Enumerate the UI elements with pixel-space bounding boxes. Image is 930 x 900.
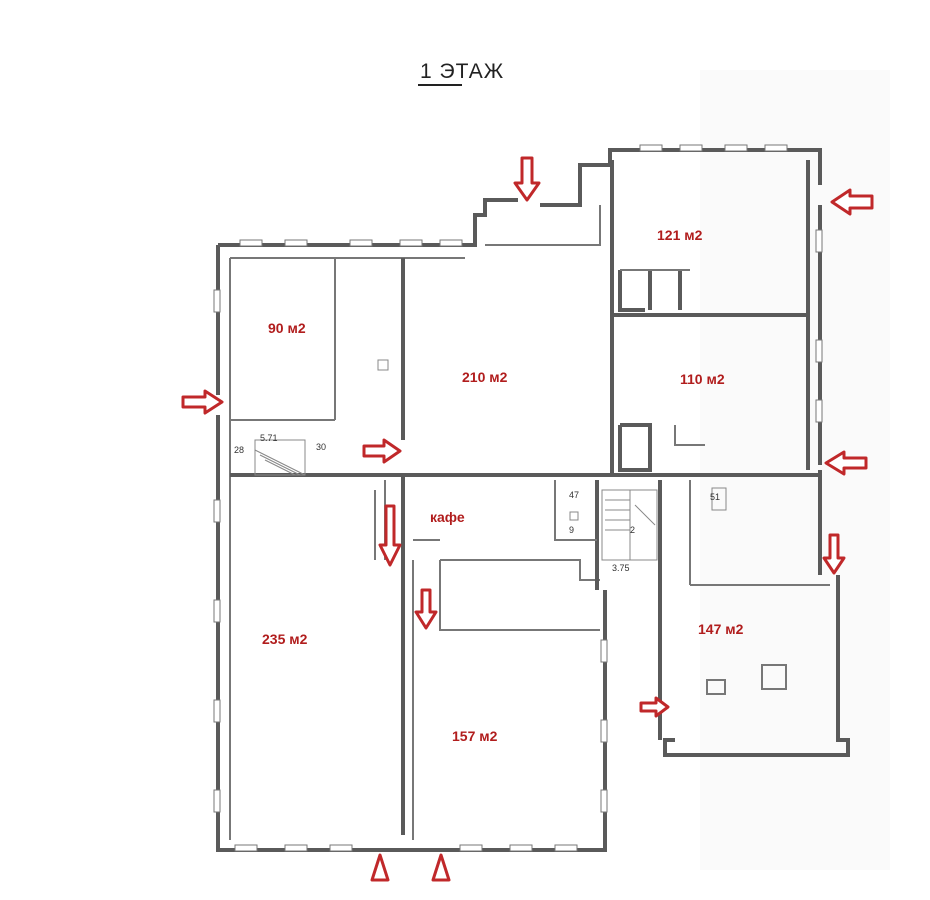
title-underline <box>418 84 462 86</box>
arrow-right-icon <box>181 389 224 415</box>
room-labels: 90 м2 210 м2 121 м2 110 м2 кафе 235 м2 1… <box>262 227 744 744</box>
entrance-arrows <box>181 156 874 882</box>
arrow-down-icon <box>414 588 438 630</box>
arrow-down-icon <box>378 504 402 567</box>
arrow-down-icon <box>513 156 541 202</box>
room-235-label: 235 м2 <box>262 631 308 647</box>
stair-dim-571: 5.71 <box>260 433 278 443</box>
stair-num-28: 28 <box>234 445 244 455</box>
room-157-label: 157 м2 <box>452 728 498 744</box>
center-stair-num: 2 <box>630 525 635 535</box>
stair-num-30: 30 <box>316 442 326 452</box>
room-210-label: 210 м2 <box>462 369 508 385</box>
nook-num-47: 47 <box>569 490 579 500</box>
interior-walls <box>230 160 830 840</box>
arrow-right-icon <box>362 438 402 464</box>
background-ghost <box>700 70 890 870</box>
room-121-label: 121 м2 <box>657 227 703 243</box>
room-110-label: 110 м2 <box>680 371 725 387</box>
cafe-label: кафе <box>430 509 465 525</box>
arrow-left-icon <box>824 450 868 476</box>
fixtures <box>254 269 787 695</box>
floor-title: 1 ЭТАЖ <box>420 60 505 83</box>
center-stair-dim: 3.75 <box>612 563 630 573</box>
wc-num: 51 <box>710 492 720 502</box>
arrow-up-icon <box>370 853 390 882</box>
small-labels: 28 5.71 30 47 9 2 3.75 51 <box>234 433 720 573</box>
arrow-right-icon <box>639 696 670 718</box>
arrow-up-icon <box>431 853 451 882</box>
room-90-label: 90 м2 <box>268 320 306 336</box>
arrow-left-icon <box>830 188 874 216</box>
windows <box>213 144 823 852</box>
nook-num-9: 9 <box>569 525 574 535</box>
arrow-down-icon <box>822 533 846 575</box>
room-147-label: 147 м2 <box>698 621 744 637</box>
